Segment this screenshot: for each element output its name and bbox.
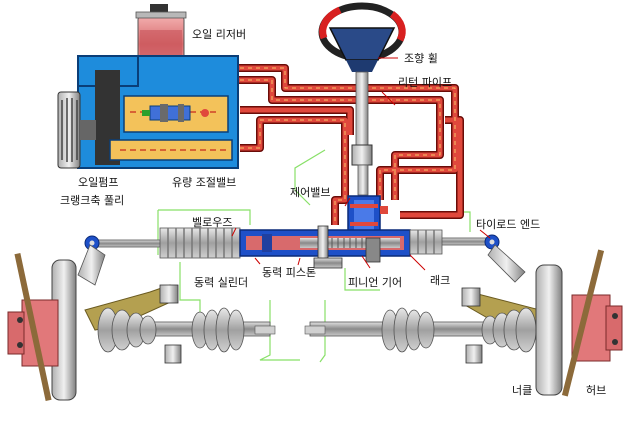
label-knuckle: 너클	[512, 384, 532, 397]
suspension-arms	[77, 244, 546, 364]
label-tie-rod-end: 타이로드 엔드	[476, 218, 540, 231]
label-oil-reservoir: 오일 리저버	[192, 27, 246, 41]
right-wheel-hub	[535, 249, 623, 397]
drive-shafts	[97, 307, 537, 353]
steering-wheel	[318, 2, 406, 72]
label-control-valve: 제어밸브	[290, 186, 330, 199]
label-pinion-gear: 피니언 기어	[348, 276, 402, 289]
label-power-cylinder: 동력 실린더	[194, 276, 248, 289]
label-bellows: 벨로우즈	[192, 216, 232, 229]
left-bellows	[159, 227, 241, 259]
label-return-pipe: 리턴 파이프	[398, 76, 452, 89]
label-oil-pump: 오일펌프	[78, 175, 118, 189]
leader-lines	[231, 57, 491, 271]
steering-column	[351, 71, 373, 196]
label-crankshaft-pulley: 크랭크축 풀리	[60, 194, 124, 207]
rack-assembly	[84, 225, 500, 269]
oil-pump	[77, 55, 239, 169]
crankshaft-pulley	[57, 91, 96, 169]
labels: 오일 리저버 조향 휠 리턴 파이프 오일펌프 유량 조절밸브 크랭크축 풀리 …	[60, 27, 606, 397]
hydraulic-lines	[200, 64, 464, 225]
label-rack: 래크	[430, 274, 450, 287]
label-flow-control-valve: 유량 조절밸브	[172, 176, 236, 189]
label-hub: 허브	[586, 384, 606, 397]
label-steering-wheel: 조향 휠	[404, 52, 438, 65]
left-wheel-hub	[7, 253, 77, 401]
label-power-piston: 동력 피스톤	[262, 266, 316, 279]
